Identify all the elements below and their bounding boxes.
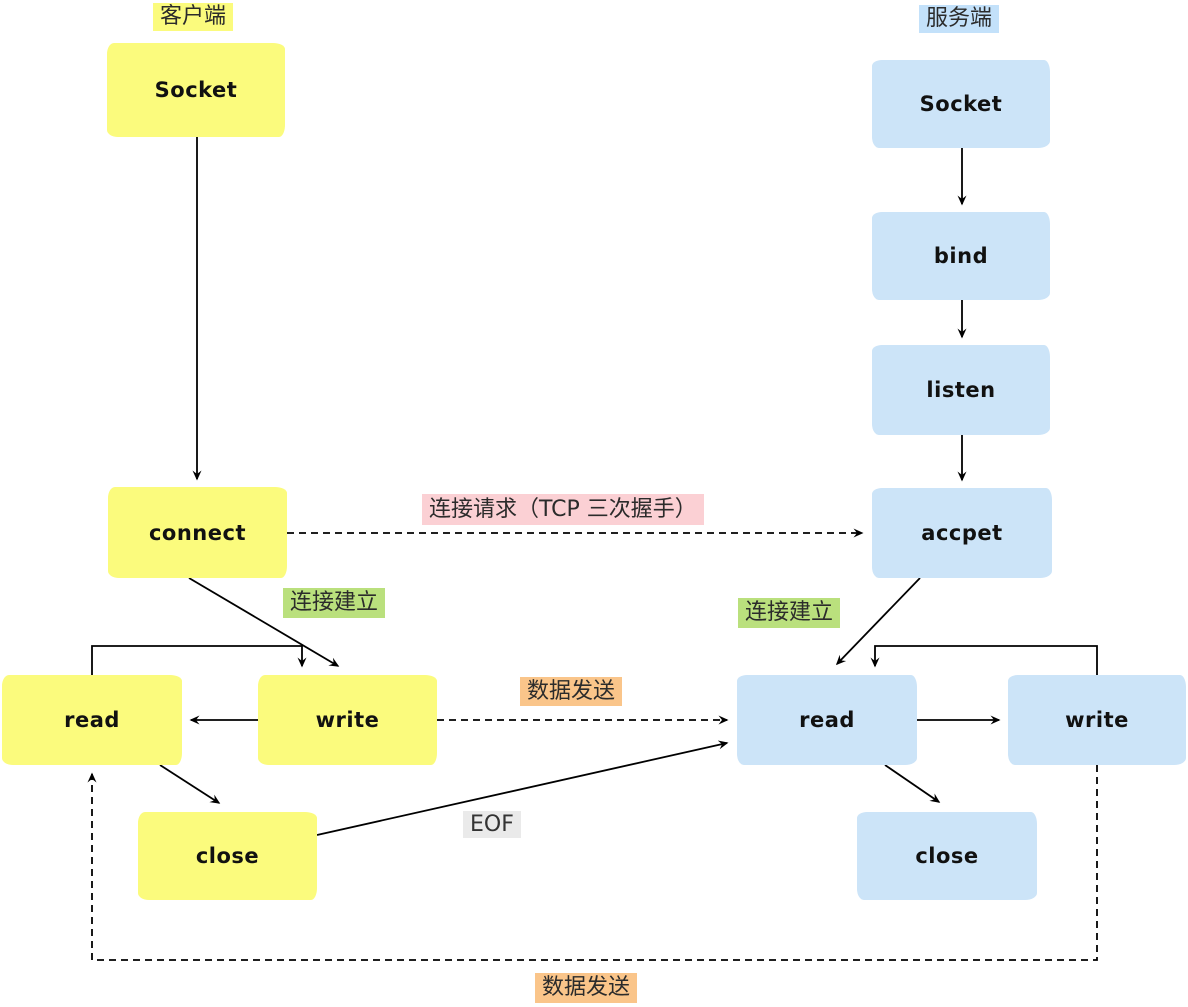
server-write-node: write: [1008, 675, 1186, 765]
client-connect-node: connect: [108, 487, 287, 578]
connection-established-label-right: 连接建立: [738, 598, 841, 628]
edge-connect-to-client-write: [188, 577, 340, 667]
server-socket-node: Socket: [872, 60, 1050, 148]
edge-accept-to-server-read: [835, 577, 921, 666]
client-socket-node: Socket: [107, 43, 285, 137]
client-write-node: write: [258, 675, 437, 765]
edge-client-close-to-server-read-eof: [316, 740, 729, 836]
edge-server-write-to-client-read-data: [87, 765, 1098, 961]
server-header-label: 服务端: [919, 5, 1000, 33]
client-read-node: read: [2, 675, 182, 765]
edge-client-read-loop-to-write: [91, 645, 307, 675]
edge-server-write-loop-to-read: [870, 645, 1098, 675]
connection-established-label-left: 连接建立: [283, 588, 386, 618]
server-bind-node: bind: [872, 212, 1050, 300]
server-close-node: close: [857, 812, 1037, 900]
edge-client-read-to-close: [159, 764, 221, 804]
edge-server-read-to-close: [884, 764, 941, 803]
client-close-node: close: [138, 812, 317, 900]
server-read-node: read: [737, 675, 917, 765]
eof-label: EOF: [463, 811, 521, 838]
data-send-label-middle: 数据发送: [520, 677, 623, 706]
handshake-label: 连接请求（TCP 三次握手）: [422, 494, 704, 525]
server-listen-node: listen: [872, 345, 1050, 435]
client-header-label: 客户端: [153, 3, 234, 31]
server-accept-node: accpet: [872, 488, 1052, 578]
data-send-label-bottom: 数据发送: [535, 973, 638, 1003]
